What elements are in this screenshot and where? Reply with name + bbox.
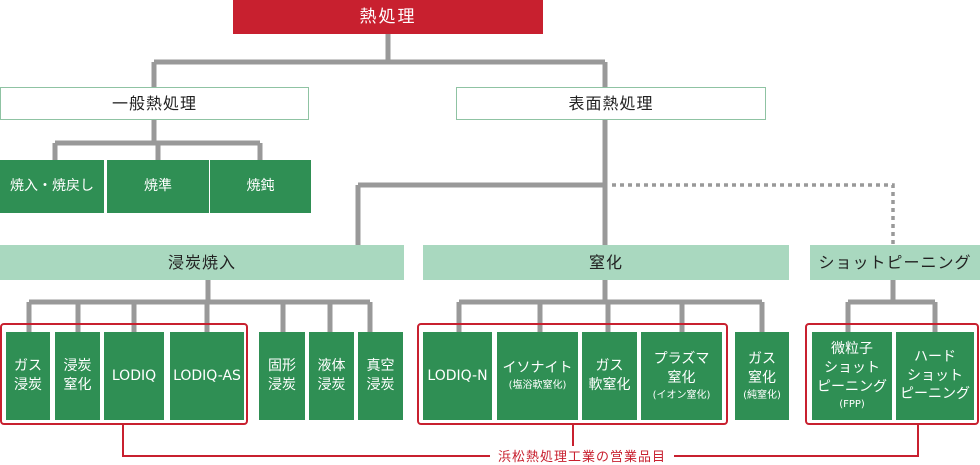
group-carburizing-label: 浸炭焼入 [167,252,236,272]
item-label-line: ガス [595,358,624,375]
category-general-heat-treatment: 一般熱処理 [0,87,309,120]
item-label-line: ピーニング [900,386,970,403]
item-label-line: 微粒子 [831,341,873,358]
item-label-line: 浸炭 [268,377,296,393]
item-label-line: 浸炭 [14,377,42,393]
root-heat-treatment: 熱処理 [233,0,543,34]
group-shot-peening: ショットピーニング [810,245,980,280]
category-general-label: 一般熱処理 [111,93,197,113]
category-surface-heat-treatment: 表面熱処理 [456,87,766,120]
item-label-line: 軟窒化 [588,377,631,393]
group-nitriding: 窒化 [423,245,789,280]
item-sub-label: (塩浴軟窒化) [508,380,567,392]
item-quench-temper-label: 焼入・焼戻し [10,178,94,195]
item-sub-label: (イオン窒化) [652,389,711,401]
item-label-line: ガス [14,358,42,375]
item-label-line: プラズマ [653,350,710,367]
item-label-line: 真空 [366,358,395,375]
item-lodiq-label: LODIQ [111,367,157,384]
item-label-line: 固形 [268,358,296,375]
item-normalize-label: 焼準 [144,178,172,195]
business-items-caption: 浜松熱処理工業の営業品目 [490,446,675,465]
item-label-line: 窒化 [667,369,696,386]
item-lodiq: LODIQ [104,332,164,420]
item-label-line: ガス [748,350,776,367]
item-label-line: イソナイト [502,360,573,377]
item-label-line: ショット [824,360,880,377]
item-quench-temper: 焼入・焼戻し [0,160,104,213]
item-lodiq-as: LODIQ-AS [170,332,244,420]
item-label-line: ショット [907,367,963,384]
item-solid-carburizing: 固形 浸炭 [259,332,305,420]
group-shot-peening-label: ショットピーニング [818,252,972,272]
item-label-line: 浸炭 [366,377,395,393]
item-anneal-label: 焼鈍 [246,178,275,195]
item-lodiq-n-label: LODIQ-N [427,367,488,384]
item-label-line: 液体 [317,358,346,375]
item-sub-label: (FPP) [839,399,865,411]
item-label-line: 浸炭 [317,377,346,393]
item-plasma-nitriding: プラズマ 窒化 (イオン窒化) [641,332,722,420]
item-lodiq-as-label: LODIQ-AS [173,367,241,384]
item-liquid-carburizing: 液体 浸炭 [309,332,354,420]
item-vacuum-carburizing: 真空 浸炭 [358,332,403,420]
item-carbonitriding: 浸炭 窒化 [55,332,100,420]
item-label-line: 窒化 [748,369,776,386]
item-label-line: ピーニング [817,379,887,396]
group-carburizing: 浸炭焼入 [0,245,404,280]
item-gas-nitriding: ガス 窒化 (純窒化) [735,332,789,420]
item-label-line: 浸炭 [63,358,92,375]
item-label-line: 窒化 [63,377,92,393]
item-normalize: 焼準 [107,160,209,213]
root-title: 熱処理 [359,6,417,27]
item-isonite: イソナイト (塩浴軟窒化) [497,332,578,420]
item-label-line: ハード [914,348,956,365]
group-nitriding-label: 窒化 [588,252,623,272]
item-sub-label: (純窒化) [743,389,781,401]
item-gas-carburizing: ガス 浸炭 [6,332,50,420]
item-gas-soft-nitriding: ガス 軟窒化 [582,332,637,420]
category-surface-label: 表面熱処理 [568,93,654,113]
item-lodiq-n: LODIQ-N [423,332,492,420]
item-fine-particle-shot-peening: 微粒子 ショット ピーニング (FPP) [812,332,892,420]
item-anneal: 焼鈍 [210,160,311,213]
item-hard-shot-peening: ハード ショット ピーニング [896,332,974,420]
